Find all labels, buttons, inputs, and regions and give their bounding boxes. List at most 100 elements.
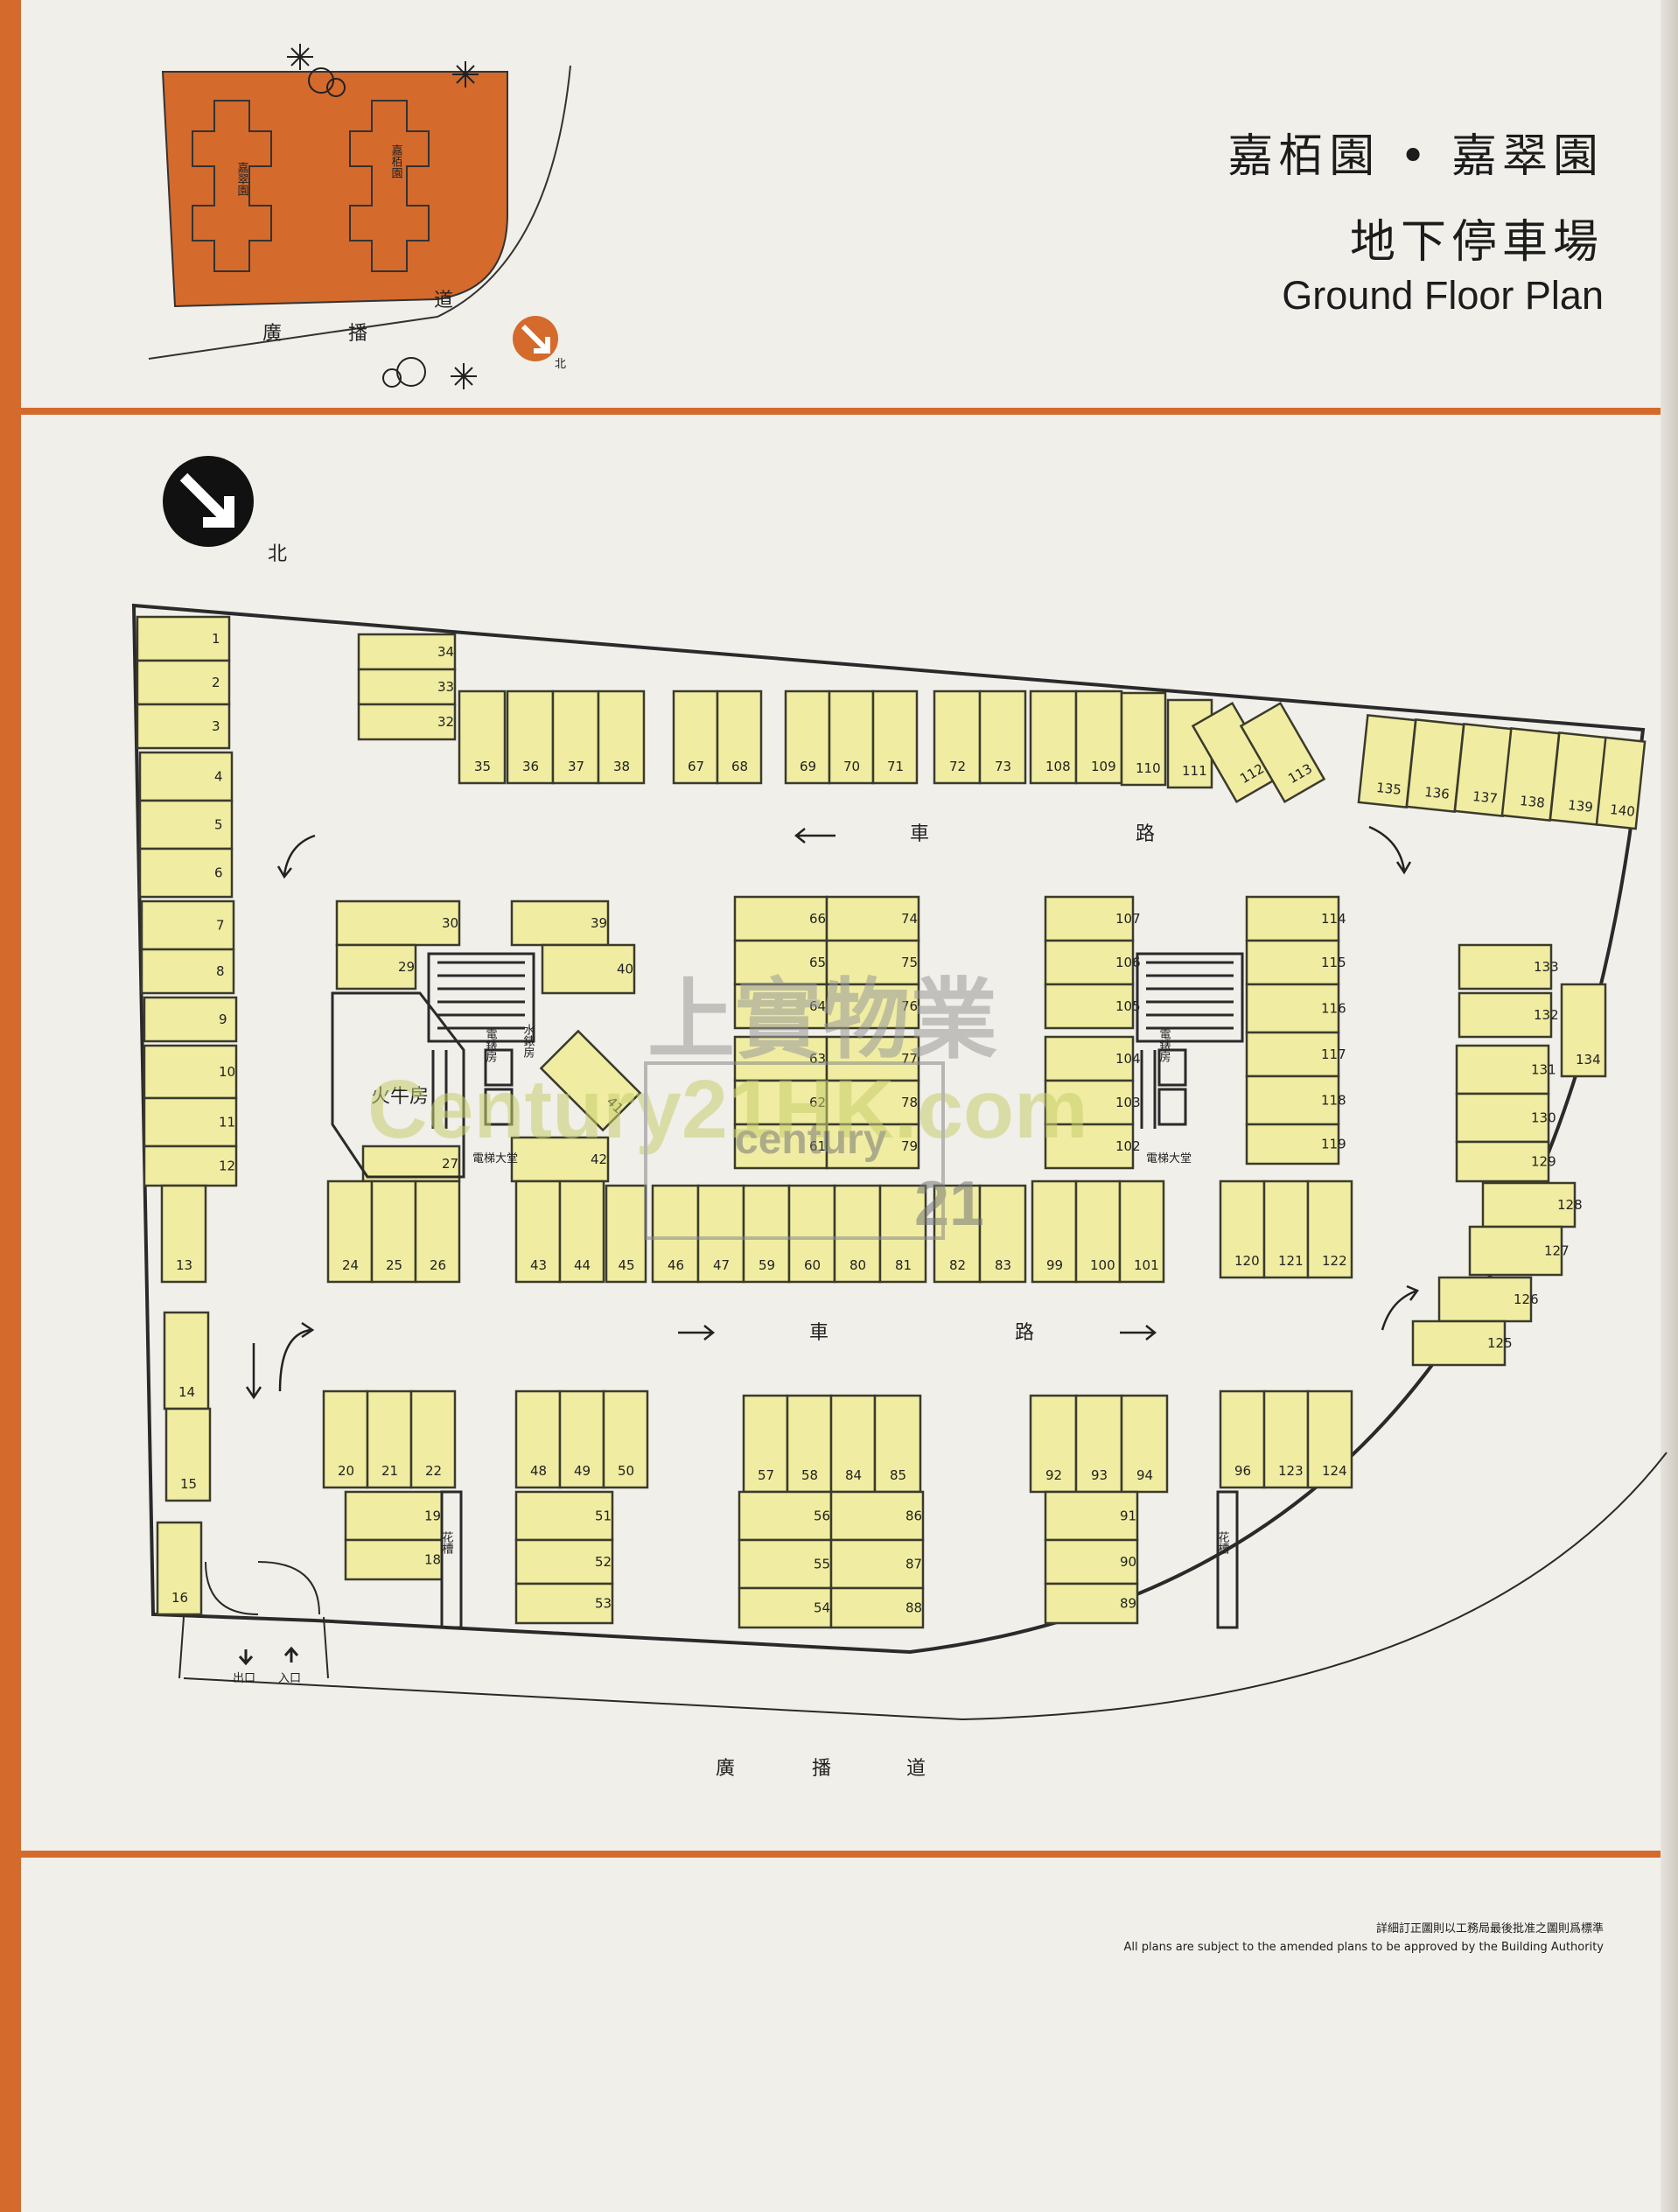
parking-stall-box: [871, 690, 919, 785]
parking-stall-box: [1031, 1180, 1078, 1284]
parking-stall-108: 108: [1029, 690, 1078, 785]
parking-stall-number: 38: [613, 759, 630, 774]
parking-stall-box: [541, 943, 636, 995]
parking-stall-67: 67: [672, 690, 719, 785]
parking-stall-number: 72: [949, 759, 966, 774]
parking-stall-box: [136, 703, 231, 750]
parking-stall-box: [357, 703, 457, 741]
road-char-2: 播: [812, 1758, 831, 1780]
parking-stall-number: 67: [688, 759, 704, 774]
parking-stall-box: [1219, 1180, 1266, 1279]
parking-stall-number: 66: [809, 911, 826, 927]
key-plan-north-label: 北: [555, 358, 566, 371]
left-orange-border: [0, 0, 21, 2212]
parking-stall-number: 51: [595, 1508, 612, 1524]
road-curb: [183, 1452, 1668, 1721]
parking-stall-135: 135: [1357, 714, 1417, 808]
parking-stall-26: 26: [414, 1180, 461, 1284]
parking-stall-20: 20: [322, 1390, 369, 1489]
parking-stall-96: 96: [1219, 1390, 1266, 1489]
parking-stall-number: 134: [1576, 1052, 1601, 1068]
parking-stall-number: 122: [1322, 1253, 1347, 1269]
parking-stall-103: 103: [1044, 1079, 1141, 1126]
parking-stall-27: 27: [361, 1144, 461, 1183]
watermark-cn: 上實物業: [647, 971, 997, 1069]
parking-stall-box: [742, 1184, 791, 1284]
north-label: 北: [268, 543, 287, 565]
parking-stall-box: [1219, 1390, 1266, 1489]
parking-stall-139: 139: [1549, 732, 1609, 826]
parking-stall-99: 99: [1031, 1180, 1078, 1284]
entrance-curb: [178, 1616, 329, 1679]
parking-stall-number: 108: [1045, 759, 1071, 774]
parking-stall-131: 131: [1455, 1044, 1556, 1096]
parking-stall-102: 102: [1044, 1123, 1141, 1170]
parking-stall-number: 53: [595, 1596, 612, 1612]
parking-stall-77: 77: [825, 1035, 920, 1082]
parking-stall-box: [1306, 1180, 1353, 1279]
parking-stall-box: [825, 1079, 920, 1126]
parking-stall-128: 128: [1481, 1181, 1583, 1228]
parking-stall-number: 6: [214, 865, 223, 881]
parking-stall-number: 36: [522, 759, 539, 774]
parking-stall-number: 123: [1278, 1463, 1304, 1479]
parking-stall-number: 111: [1182, 763, 1207, 779]
parking-stall-86: 86: [829, 1490, 925, 1542]
parking-stall-number: 62: [809, 1095, 826, 1110]
parking-stall-box: [1455, 1044, 1550, 1096]
estate-title: 嘉栢園 • 嘉翠園: [1227, 130, 1604, 183]
parking-stall-18: 18: [344, 1538, 444, 1581]
parking-stall-box: [458, 690, 507, 785]
parking-stall-65: 65: [733, 939, 829, 986]
parking-stall-number: 55: [814, 1557, 830, 1572]
parking-stall-127: 127: [1468, 1225, 1570, 1277]
parking-stall-109: 109: [1074, 690, 1123, 785]
footer-note-cn: 詳細訂正圖則以工務局最後批准之圖則爲標準: [1375, 1922, 1604, 1936]
parking-stall-113: 113: [1239, 701, 1326, 804]
parking-stall-box: [825, 1123, 920, 1170]
parking-stall-number: 73: [995, 759, 1011, 774]
parking-stall-84: 84: [829, 1394, 877, 1494]
parking-stall-50: 50: [602, 1390, 649, 1489]
parking-stall-number: 2: [212, 675, 220, 690]
parking-stall-number: 79: [901, 1138, 918, 1154]
parking-stall-126: 126: [1437, 1276, 1539, 1323]
parking-stall-118: 118: [1245, 1074, 1346, 1126]
parking-stall-box: [829, 1586, 925, 1629]
floor-title-en: Ground Floor Plan: [1282, 273, 1604, 318]
parking-stall-53: 53: [514, 1582, 614, 1625]
parking-stall-11: 11: [143, 1096, 238, 1148]
parking-stall-38: 38: [597, 690, 646, 785]
parking-stall-number: 130: [1531, 1110, 1556, 1126]
driveway-top-char-2: 路: [1136, 823, 1155, 845]
parking-stall-16: 16: [156, 1521, 203, 1616]
parking-stall-box: [1481, 1181, 1577, 1228]
parking-stall-125: 125: [1411, 1320, 1513, 1367]
parking-stall-number: 42: [591, 1152, 607, 1167]
parking-stall-number: 90: [1120, 1554, 1136, 1570]
parking-stall-box: [1560, 983, 1607, 1078]
parking-stall-55: 55: [738, 1538, 833, 1590]
parking-stall-number: 3: [212, 718, 220, 734]
parking-stall-number: 35: [474, 759, 491, 774]
parking-stall-number: 118: [1321, 1093, 1346, 1109]
parking-stall-box: [409, 1390, 457, 1489]
parking-stall-124: 124: [1306, 1390, 1353, 1489]
parking-stall-47: 47: [696, 1184, 745, 1284]
parking-stall-number: 81: [895, 1257, 912, 1273]
parking-stall-number: 21: [381, 1463, 398, 1479]
parking-stall-91: 91: [1044, 1490, 1139, 1542]
parking-stall-34: 34: [357, 633, 457, 671]
parking-stall-number: 43: [530, 1257, 547, 1273]
key-plan-road-char-2: 播: [348, 323, 367, 345]
parking-stall-5: 5: [138, 799, 234, 850]
parking-stall-number: 104: [1115, 1051, 1141, 1067]
parking-stall-box: [738, 1538, 833, 1590]
parking-stall-number: 60: [804, 1257, 821, 1273]
parking-stall-121: 121: [1262, 1180, 1310, 1279]
driveway-bottom-char-2: 路: [1015, 1322, 1034, 1344]
parking-stall-number: 69: [800, 759, 816, 774]
parking-stall-130: 130: [1455, 1092, 1556, 1144]
parking-stall-box: [136, 659, 231, 706]
parking-stall-number: 78: [901, 1095, 918, 1110]
